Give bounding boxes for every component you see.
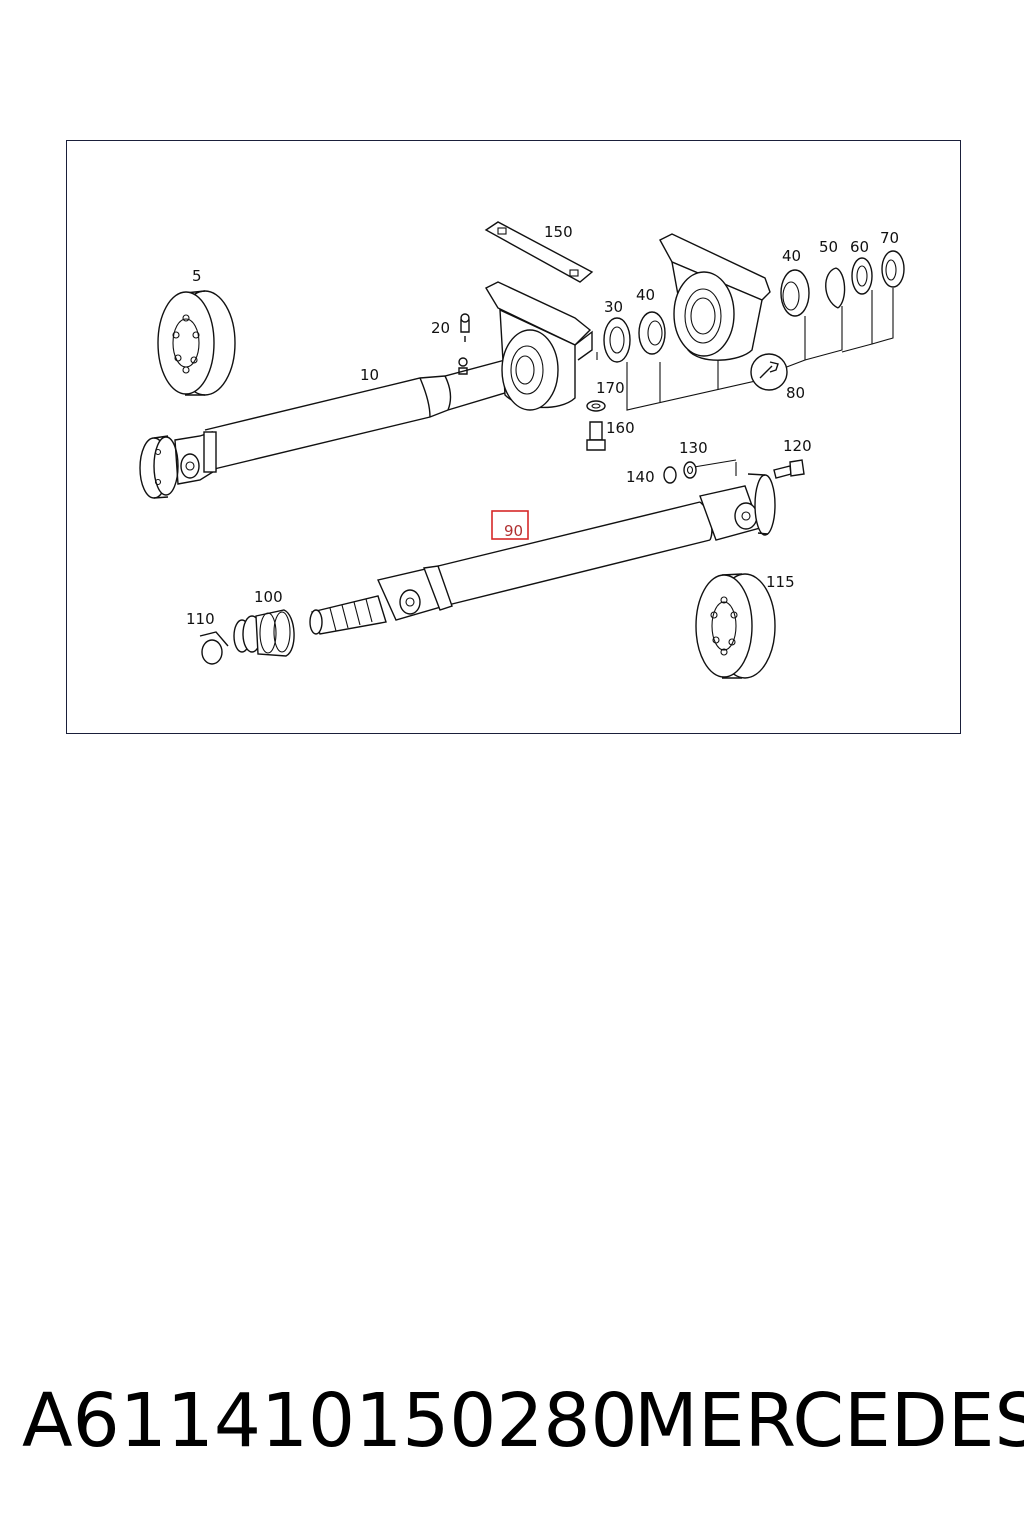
callout-30: 30	[604, 298, 623, 316]
callout-170: 170	[596, 379, 625, 397]
callout-80: 80	[786, 384, 805, 402]
callout-90: 90	[504, 522, 523, 540]
center-bearing-mount	[485, 281, 593, 411]
callout-140: 140	[626, 468, 655, 486]
boot-100	[233, 609, 295, 657]
callout-110: 110	[186, 610, 215, 628]
callout-40-right: 40	[782, 247, 801, 265]
washer-170	[586, 400, 606, 412]
flex-disc-5	[157, 290, 236, 396]
ring-40-left	[638, 311, 666, 355]
callout-130: 130	[679, 439, 708, 457]
ring-30	[603, 317, 631, 363]
bearing-40-right	[780, 269, 810, 317]
callout-5: 5	[192, 267, 202, 285]
bolt-120	[773, 459, 805, 479]
callout-50: 50	[819, 238, 838, 256]
part-number: A611410150280	[22, 1378, 638, 1464]
brand-name: MERCEDES	[634, 1378, 1024, 1464]
leader-lines	[596, 288, 894, 476]
bolt-160	[586, 421, 606, 451]
driveshaft-diagram: 5 10 20 30 40 40 50 60 70 80 150 170 160…	[139, 221, 905, 679]
callout-120: 120	[783, 437, 812, 455]
rear-shaft-90	[309, 473, 776, 635]
wrench-icon	[750, 353, 788, 391]
caption: A611410150280 MERCEDES	[22, 1378, 1024, 1468]
callout-60: 60	[850, 238, 869, 256]
bearing-housing	[659, 233, 771, 361]
flex-disc-115	[695, 573, 776, 679]
front-shaft-10	[139, 355, 521, 499]
ring-70	[881, 250, 905, 288]
callout-115: 115	[766, 573, 795, 591]
callout-20: 20	[431, 319, 450, 337]
callout-150: 150	[544, 223, 573, 241]
circlip-50	[825, 267, 846, 309]
callout-70: 70	[880, 229, 899, 247]
grease-nipple-20	[458, 313, 470, 375]
callout-100: 100	[254, 588, 283, 606]
diagram-frame	[66, 140, 961, 734]
ring-60	[851, 257, 873, 295]
nut-140	[663, 466, 677, 484]
clamp-110	[199, 631, 229, 665]
highlight-box	[491, 510, 529, 540]
callout-40-left: 40	[636, 286, 655, 304]
bracket-150	[484, 221, 594, 283]
callout-160: 160	[606, 419, 635, 437]
callout-10: 10	[360, 366, 379, 384]
washer-130	[683, 461, 697, 479]
